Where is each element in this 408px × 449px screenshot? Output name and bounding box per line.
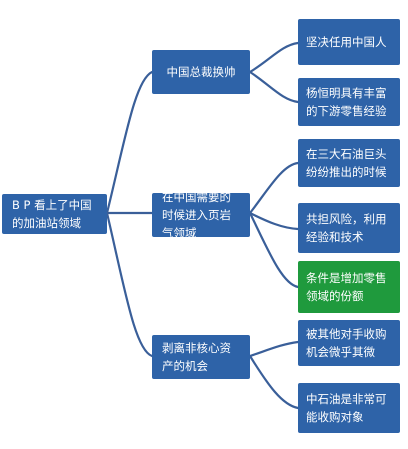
leaf-node-label: 坚决任用中国人 (306, 35, 387, 49)
leaf-node: 杨恒明具有丰富的下游零售经验 (298, 78, 400, 126)
root-node-label: B P 看上了中国的加油站领域 (12, 198, 92, 230)
connector-root-branch-1 (105, 70, 154, 215)
leaf-node: 中石油是非常可能收购对象 (298, 383, 400, 433)
leaf-node: 坚决任用中国人 (298, 19, 400, 65)
branch-node-1: 中国总裁换帅 (152, 50, 250, 94)
leaf-node-label: 杨恒明具有丰富的下游零售经验 (306, 86, 387, 118)
leaf-node-label: 共担风险，利用经验和技术 (306, 212, 387, 244)
leaf-node-label: 条件是增加零售领域的份额 (306, 271, 387, 303)
leaf-node-label: 在三大石油巨头纷纷推出的时候 (306, 147, 387, 179)
leaf-node: 共担风险，利用经验和技术 (298, 203, 400, 253)
connector-b2-leaf-2 (248, 211, 300, 231)
leaf-node: 在三大石油巨头纷纷推出的时候 (298, 139, 400, 187)
connector-b3-leaf-2 (248, 354, 300, 410)
leaf-node-highlighted: 条件是增加零售领域的份额 (298, 261, 400, 313)
connector-b2-leaf-1 (248, 161, 300, 215)
leaf-node-label: 被其他对手收购机会微乎其微 (306, 327, 387, 359)
branch-node-3: 剥离非核心资产的机会 (152, 335, 250, 379)
leaf-node-label: 中石油是非常可能收购对象 (306, 392, 387, 424)
branch-node-label: 中国总裁换帅 (166, 65, 236, 79)
connector-b3-leaf-1 (248, 340, 300, 358)
connector-b1-leaf-2 (248, 70, 300, 104)
branch-node-2: 在中国需要的时候进入页岩气领域 (152, 190, 250, 240)
leaf-node: 被其他对手收购机会微乎其微 (298, 320, 400, 366)
branch-node-label: 剥离非核心资产的机会 (162, 341, 231, 373)
connector-b1-leaf-1 (248, 41, 300, 74)
branch-node-label: 在中国需要的时候进入页岩气领域 (162, 190, 231, 240)
connector-root-branch-3 (105, 211, 154, 358)
connector-b2-leaf-3 (248, 211, 300, 289)
root-node: B P 看上了中国的加油站领域 (2, 194, 107, 234)
